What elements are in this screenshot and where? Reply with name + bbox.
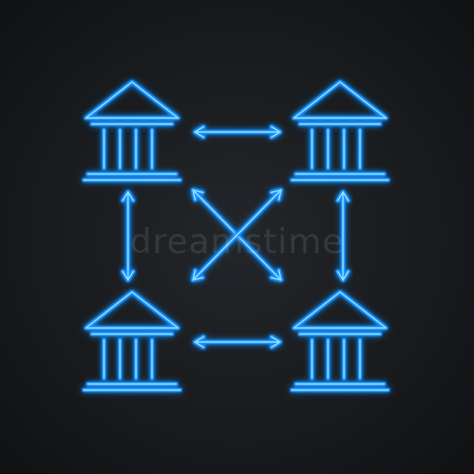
arrow-top-horizontal <box>193 124 282 140</box>
arrow-bottom-horizontal <box>193 334 282 350</box>
arrow-right-vertical <box>335 190 351 282</box>
arrow-left-vertical <box>120 190 136 282</box>
bank-icon-bottom-left <box>82 290 182 392</box>
bank-icon-bottom-right <box>290 290 390 392</box>
bank-icon-top-right <box>290 80 390 182</box>
arrow-diagonal-2 <box>191 188 283 282</box>
bank-icon-top-left <box>82 80 182 182</box>
